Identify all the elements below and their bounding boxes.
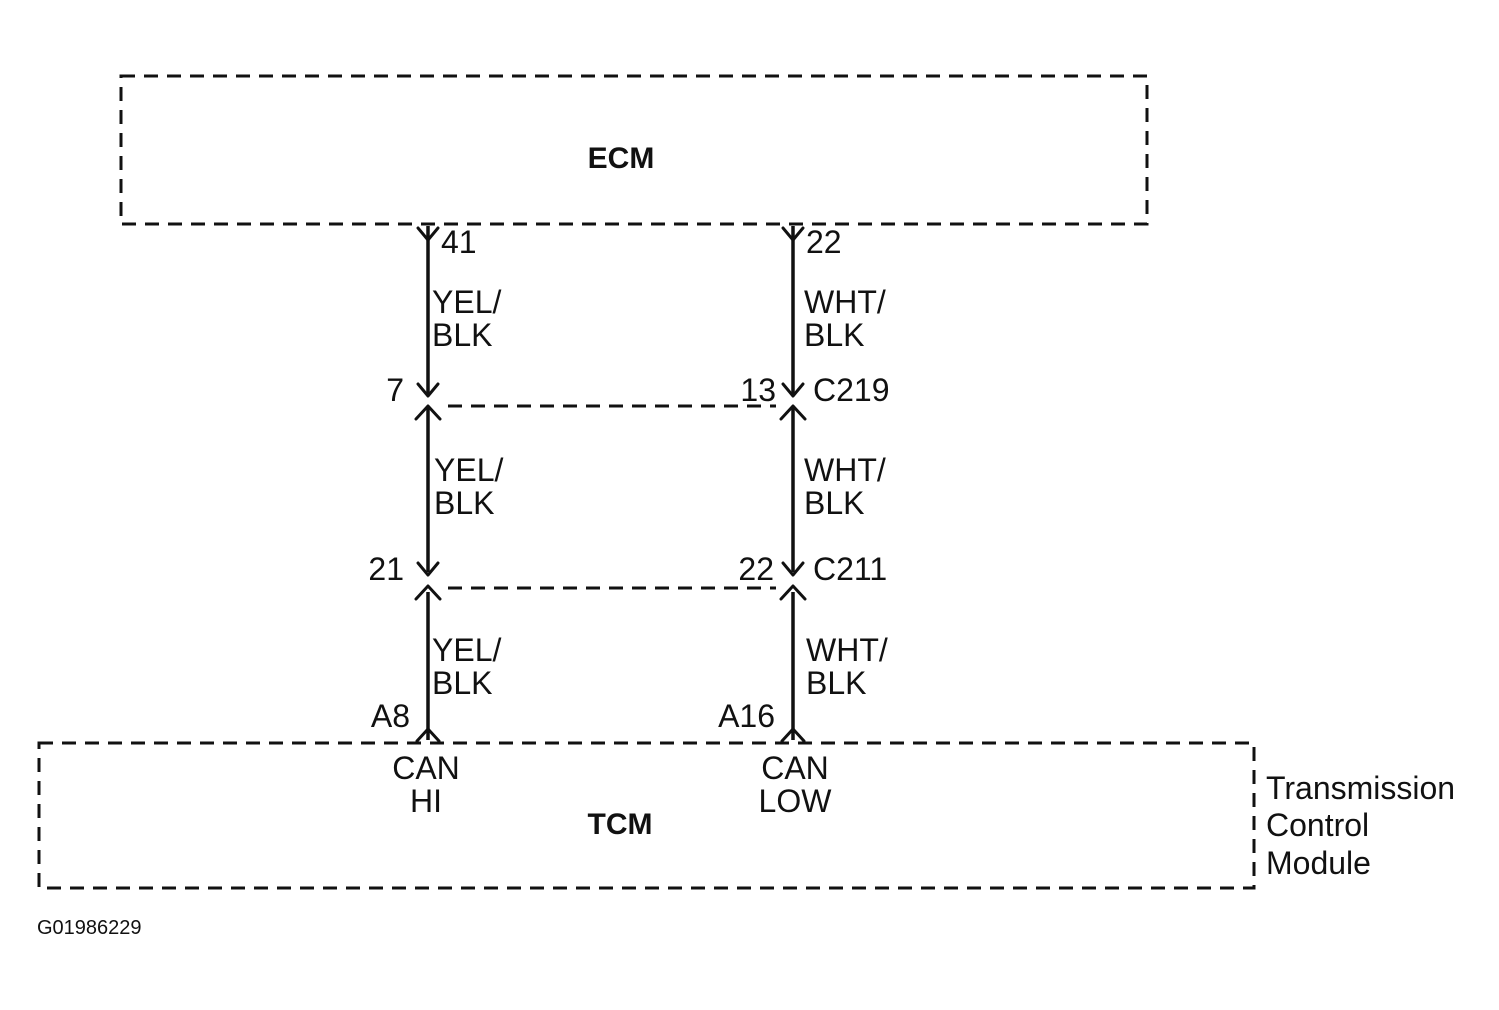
tcm-pin-a16-mark: [780, 727, 806, 743]
wire-color-right-2-line-2: BLK: [804, 485, 864, 521]
tcm-description-line-1: Transmission: [1266, 770, 1455, 806]
can-hi-signal-line-2: HI: [410, 783, 442, 819]
wire-color-right-2-line-1: WHT/: [804, 452, 886, 488]
wire-color-left-2-line-2: BLK: [434, 485, 494, 521]
tcm-pin-a8-mark: [415, 727, 441, 743]
ecm-pin-41-label: 41: [441, 224, 477, 260]
c211-left-female-mark: [414, 584, 442, 601]
c219-left-pin-label: 7: [386, 372, 404, 408]
c211-left-pin-label: 21: [368, 551, 404, 587]
ecm-pin-22-mark: [781, 226, 805, 242]
ecm-pin-41-mark: [416, 226, 440, 242]
can-hi-signal-line-1: CAN: [392, 750, 460, 786]
wire-color-left-3-line-2: BLK: [432, 665, 492, 701]
wire-color-right-1-line-1: WHT/: [804, 284, 886, 320]
wire-color-left-1-line-1: YEL/: [432, 284, 501, 320]
c219-connector-name: C219: [813, 372, 890, 408]
tcm-module-box: [37, 741, 1256, 890]
wire-color-left-2-line-1: YEL/: [434, 452, 503, 488]
ecm-pin-22-label: 22: [806, 224, 842, 260]
wire-color-left-3-line-1: YEL/: [432, 632, 501, 668]
tcm-label: TCM: [588, 808, 653, 841]
c211-connector-name: C211: [813, 551, 887, 587]
c219-right-male-mark: [781, 382, 805, 398]
c211-left-male-mark: [416, 561, 440, 577]
c211-right-pin-label: 22: [738, 551, 774, 587]
wire-color-right-1-line-2: BLK: [804, 317, 864, 353]
figure-id: G01986229: [37, 917, 142, 939]
c219-right-pin-label: 13: [740, 372, 776, 408]
tcm-description-line-3: Module: [1266, 845, 1371, 881]
tcm-description-line-2: Control: [1266, 807, 1369, 843]
tcm-pin-a16-label: A16: [718, 698, 775, 734]
ecm-module-box: [119, 74, 1149, 226]
tcm-pin-a8-label: A8: [371, 698, 410, 734]
can-low-signal-line-1: CAN: [761, 750, 829, 786]
wire-color-left-1-line-2: BLK: [432, 317, 492, 353]
c211-right-female-mark: [779, 584, 807, 601]
wire-color-right-3-line-1: WHT/: [806, 632, 888, 668]
c219-left-male-mark: [416, 382, 440, 398]
c219-right-female-mark: [779, 404, 807, 421]
can-low-signal-line-2: LOW: [759, 783, 833, 819]
ecm-label: ECM: [588, 142, 655, 175]
wire-color-right-3-line-2: BLK: [806, 665, 866, 701]
c219-left-female-mark: [414, 404, 442, 421]
c211-right-male-mark: [781, 561, 805, 577]
